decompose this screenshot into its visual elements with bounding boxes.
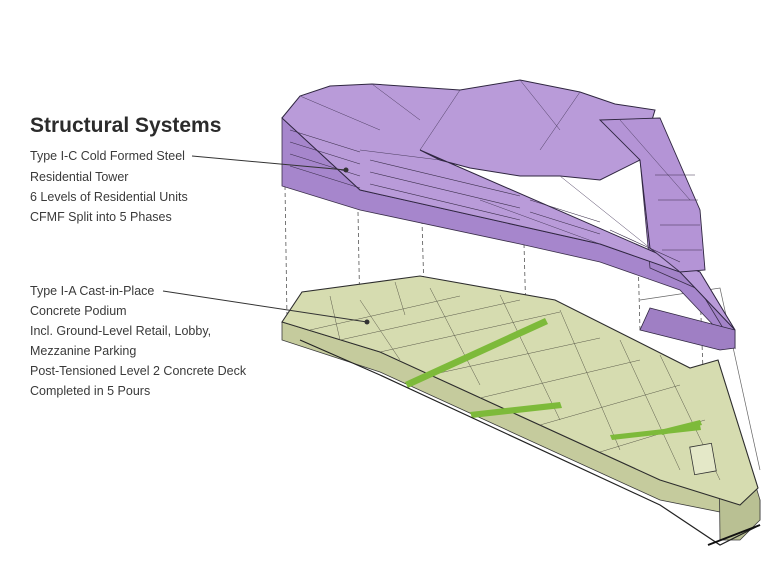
tower-label-line-1: Type I-C Cold Formed Steel [30, 149, 185, 163]
accent-strips [405, 318, 702, 440]
concrete-podium [281, 275, 761, 546]
podium-label-line-6: Completed in 5 Pours [30, 384, 151, 398]
diagram-title: Structural Systems [30, 114, 222, 137]
window-rows [289, 129, 702, 263]
podium-label-line-3: Incl. Ground-Level Retail, Lobby, [30, 324, 212, 338]
podium-label-line-5: Post-Tensioned Level 2 Concrete Deck [30, 364, 247, 378]
leader-lines [162, 155, 370, 325]
podium-label-line-4: Mezzanine Parking [30, 344, 137, 358]
podium-label-line-1: Type I-A Cast-in-Place [30, 284, 155, 298]
podium-label-line-2: Concrete Podium [30, 304, 127, 318]
tower-label-line-3: 6 Levels of Residential Units [30, 190, 188, 204]
residential-tower [281, 79, 736, 351]
tower-label-line-4: CFMF Split into 5 Phases [30, 210, 172, 224]
tower-label-line-2: Residential Tower [30, 170, 129, 184]
